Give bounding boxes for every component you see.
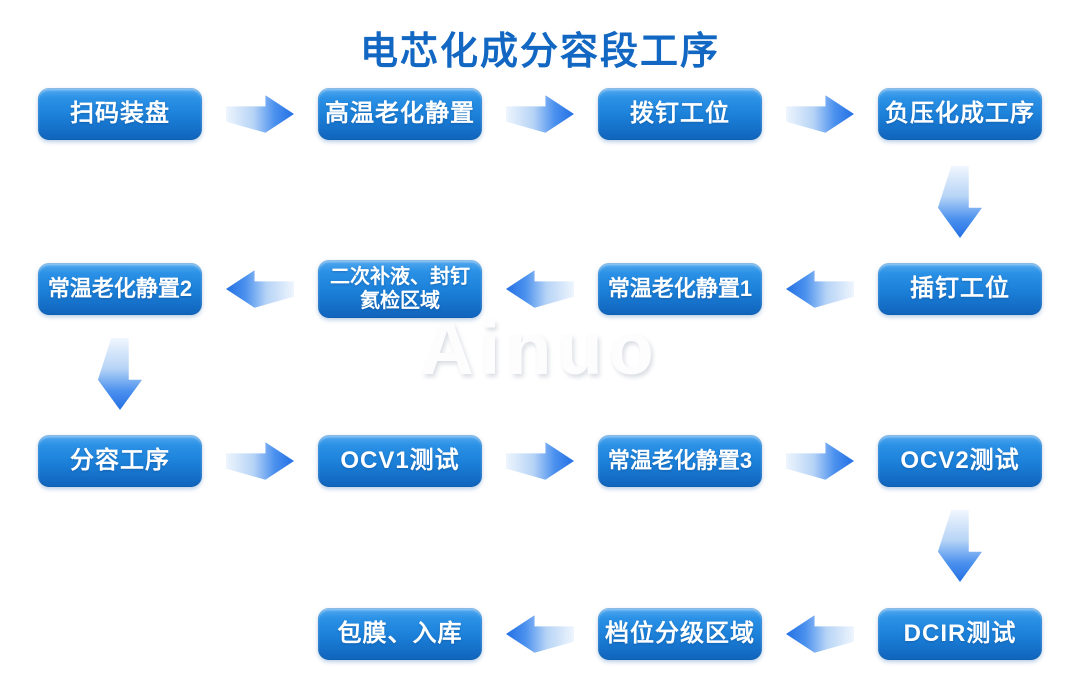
flow-node-capacity-grading-process: 分容工序 [38,435,202,487]
flow-node-rt-aging-2: 常温老化静置2 [38,263,202,315]
flow-node-refill-seal-helium-check: 二次补液、封钉 氦检区域 [318,260,482,318]
arrow-left-icon [506,615,574,653]
arrow-down-icon [937,510,983,582]
flow-node-nail-pull-station: 拨钉工位 [598,88,762,140]
flow-node-nail-insert-station: 插钉工位 [878,263,1042,315]
flow-node-label: 高温老化静置 [325,99,475,127]
flow-node-label: OCV1测试 [340,446,460,474]
flow-node-label: 档位分级区域 [605,619,755,647]
arrow-left-icon [786,270,854,308]
flow-node-label: 拨钉工位 [630,99,730,127]
flow-node-dcir-test: DCIR测试 [878,608,1042,660]
flow-node-label: OCV2测试 [900,446,1020,474]
flow-node-label: 常温老化静置2 [47,275,193,301]
flow-node-label: 包膜、入库 [337,619,463,647]
flow-node-label: 插钉工位 [910,274,1010,302]
flow-node-high-temp-aging: 高温老化静置 [318,88,482,140]
flow-node-label: 常温老化静置3 [607,447,753,473]
flow-node-rt-aging-3: 常温老化静置3 [598,435,762,487]
flow-node-label-line2: 氦检区域 [360,290,440,312]
flow-node-label: 分容工序 [70,446,170,474]
flow-node-label: 扫码装盘 [70,99,170,127]
arrow-right-icon [506,442,574,480]
arrow-down-icon [937,166,983,238]
flow-node-rt-aging-1: 常温老化静置1 [598,263,762,315]
arrow-down-icon [97,338,143,410]
flow-node-wrap-and-warehouse: 包膜、入库 [318,608,482,660]
flow-node-ocv1-test: OCV1测试 [318,435,482,487]
arrow-left-icon [226,270,294,308]
watermark: Ainuo [420,307,660,390]
flow-node-label: DCIR测试 [903,619,1017,647]
flow-node-label: 负压化成工序 [885,99,1035,127]
flow-node-bin-sorting-area: 档位分级区域 [598,608,762,660]
arrow-right-icon [226,95,294,133]
arrow-left-icon [506,270,574,308]
arrow-right-icon [786,95,854,133]
flow-node-scan-load-tray: 扫码装盘 [38,88,202,140]
page-title: 电芯化成分容段工序 [359,31,720,73]
flow-node-label-line1: 二次补液、封钉 [330,266,470,288]
arrow-right-icon [506,95,574,133]
flow-node-label: 常温老化静置1 [607,275,753,301]
arrow-left-icon [786,615,854,653]
flow-node-ocv2-test: OCV2测试 [878,435,1042,487]
flow-node-vacuum-formation: 负压化成工序 [878,88,1042,140]
arrow-right-icon [786,442,854,480]
arrow-right-icon [226,442,294,480]
